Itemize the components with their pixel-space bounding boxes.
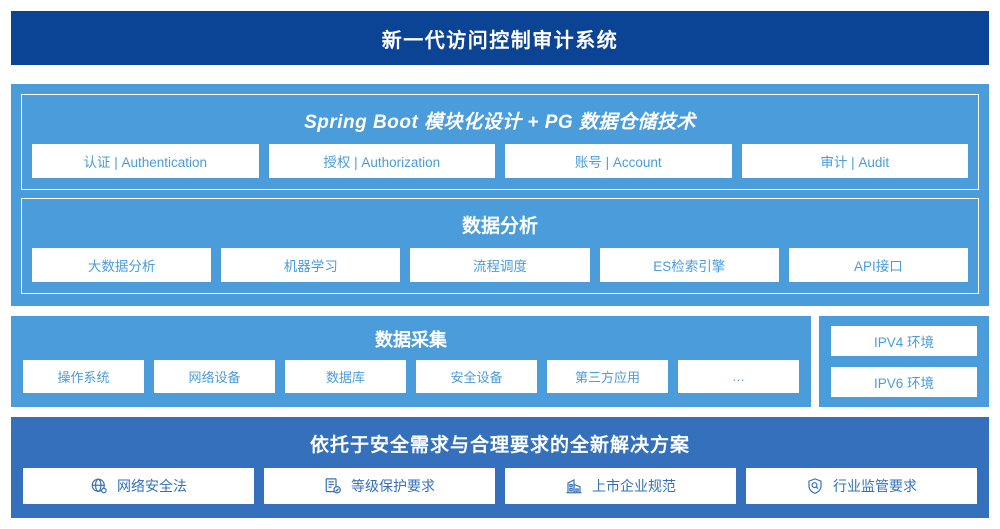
card-es-search-engine[interactable]: ES检索引擎 (599, 248, 779, 282)
header-bar: 新一代访问控制审计系统 (11, 11, 989, 65)
application-panel-title: Spring Boot 模块化设计 + PG 数据仓储技术 (304, 112, 696, 133)
card-security-device[interactable]: 安全设备 (416, 360, 537, 393)
card-more-ellipsis[interactable]: … (678, 360, 799, 393)
card-cybersecurity-law[interactable]: 网络安全法 (23, 468, 254, 504)
collection-panel-title: 数据采集 (375, 330, 447, 350)
card-label: 上市企业规范 (592, 478, 676, 494)
card-label: 网络安全法 (117, 478, 187, 494)
card-machine-learning[interactable]: 机器学习 (221, 248, 401, 282)
application-section: Spring Boot 模块化设计 + PG 数据仓储技术 认证 | Authe… (11, 84, 989, 306)
document-check-icon (324, 477, 342, 495)
card-process-scheduling[interactable]: 流程调度 (410, 248, 590, 282)
application-card-row: 认证 | Authentication 授权 | Authorization 账… (32, 144, 968, 178)
card-third-party-app[interactable]: 第三方应用 (547, 360, 668, 393)
card-database[interactable]: 数据库 (285, 360, 406, 393)
card-authorization[interactable]: 授权 | Authorization (268, 144, 495, 178)
card-industry-supervision[interactable]: 行业监管要求 (746, 468, 977, 504)
card-big-data-analysis[interactable]: 大数据分析 (32, 248, 212, 282)
card-label: 行业监管要求 (833, 478, 917, 494)
globe-icon (90, 477, 108, 495)
analysis-card-row: 大数据分析 机器学习 流程调度 ES检索引擎 API接口 (32, 248, 969, 282)
collection-section: 数据采集 操作系统 网络设备 数据库 安全设备 第三方应用 … (11, 316, 811, 407)
environment-panel: IPV4 环境 IPV6 环境 (819, 316, 989, 407)
card-classified-protection[interactable]: 等级保护要求 (264, 468, 495, 504)
card-network-device[interactable]: 网络设备 (154, 360, 275, 393)
solution-panel-title: 依托于安全需求与合理要求的全新解决方案 (309, 435, 690, 456)
card-ipv4-environment[interactable]: IPV4 环境 (831, 326, 977, 356)
application-panel: Spring Boot 模块化设计 + PG 数据仓储技术 认证 | Authe… (21, 94, 979, 190)
card-listed-company-standard[interactable]: 上市企业规范 (505, 468, 736, 504)
page-title: 新一代访问控制审计系统 (381, 29, 619, 52)
card-label: 等级保护要求 (351, 478, 435, 494)
shield-search-icon (806, 477, 824, 495)
card-ipv6-environment[interactable]: IPV6 环境 (831, 367, 977, 397)
solution-section: 依托于安全需求与合理要求的全新解决方案 网络安全法 (11, 417, 989, 518)
card-operating-system[interactable]: 操作系统 (23, 360, 144, 393)
card-api-interface[interactable]: API接口 (788, 248, 969, 282)
analysis-panel-title: 数据分析 (461, 216, 538, 237)
card-audit[interactable]: 审计 | Audit (741, 144, 968, 178)
analysis-panel: 数据分析 大数据分析 机器学习 流程调度 ES检索引擎 API接口 (21, 198, 979, 294)
card-authentication[interactable]: 认证 | Authentication (32, 144, 259, 178)
solution-card-row: 网络安全法 等级保护要求 (23, 468, 977, 504)
collection-card-row: 操作系统 网络设备 数据库 安全设备 第三方应用 … (23, 360, 799, 393)
building-icon (565, 477, 583, 495)
card-account[interactable]: 账号 | Account (505, 144, 732, 178)
